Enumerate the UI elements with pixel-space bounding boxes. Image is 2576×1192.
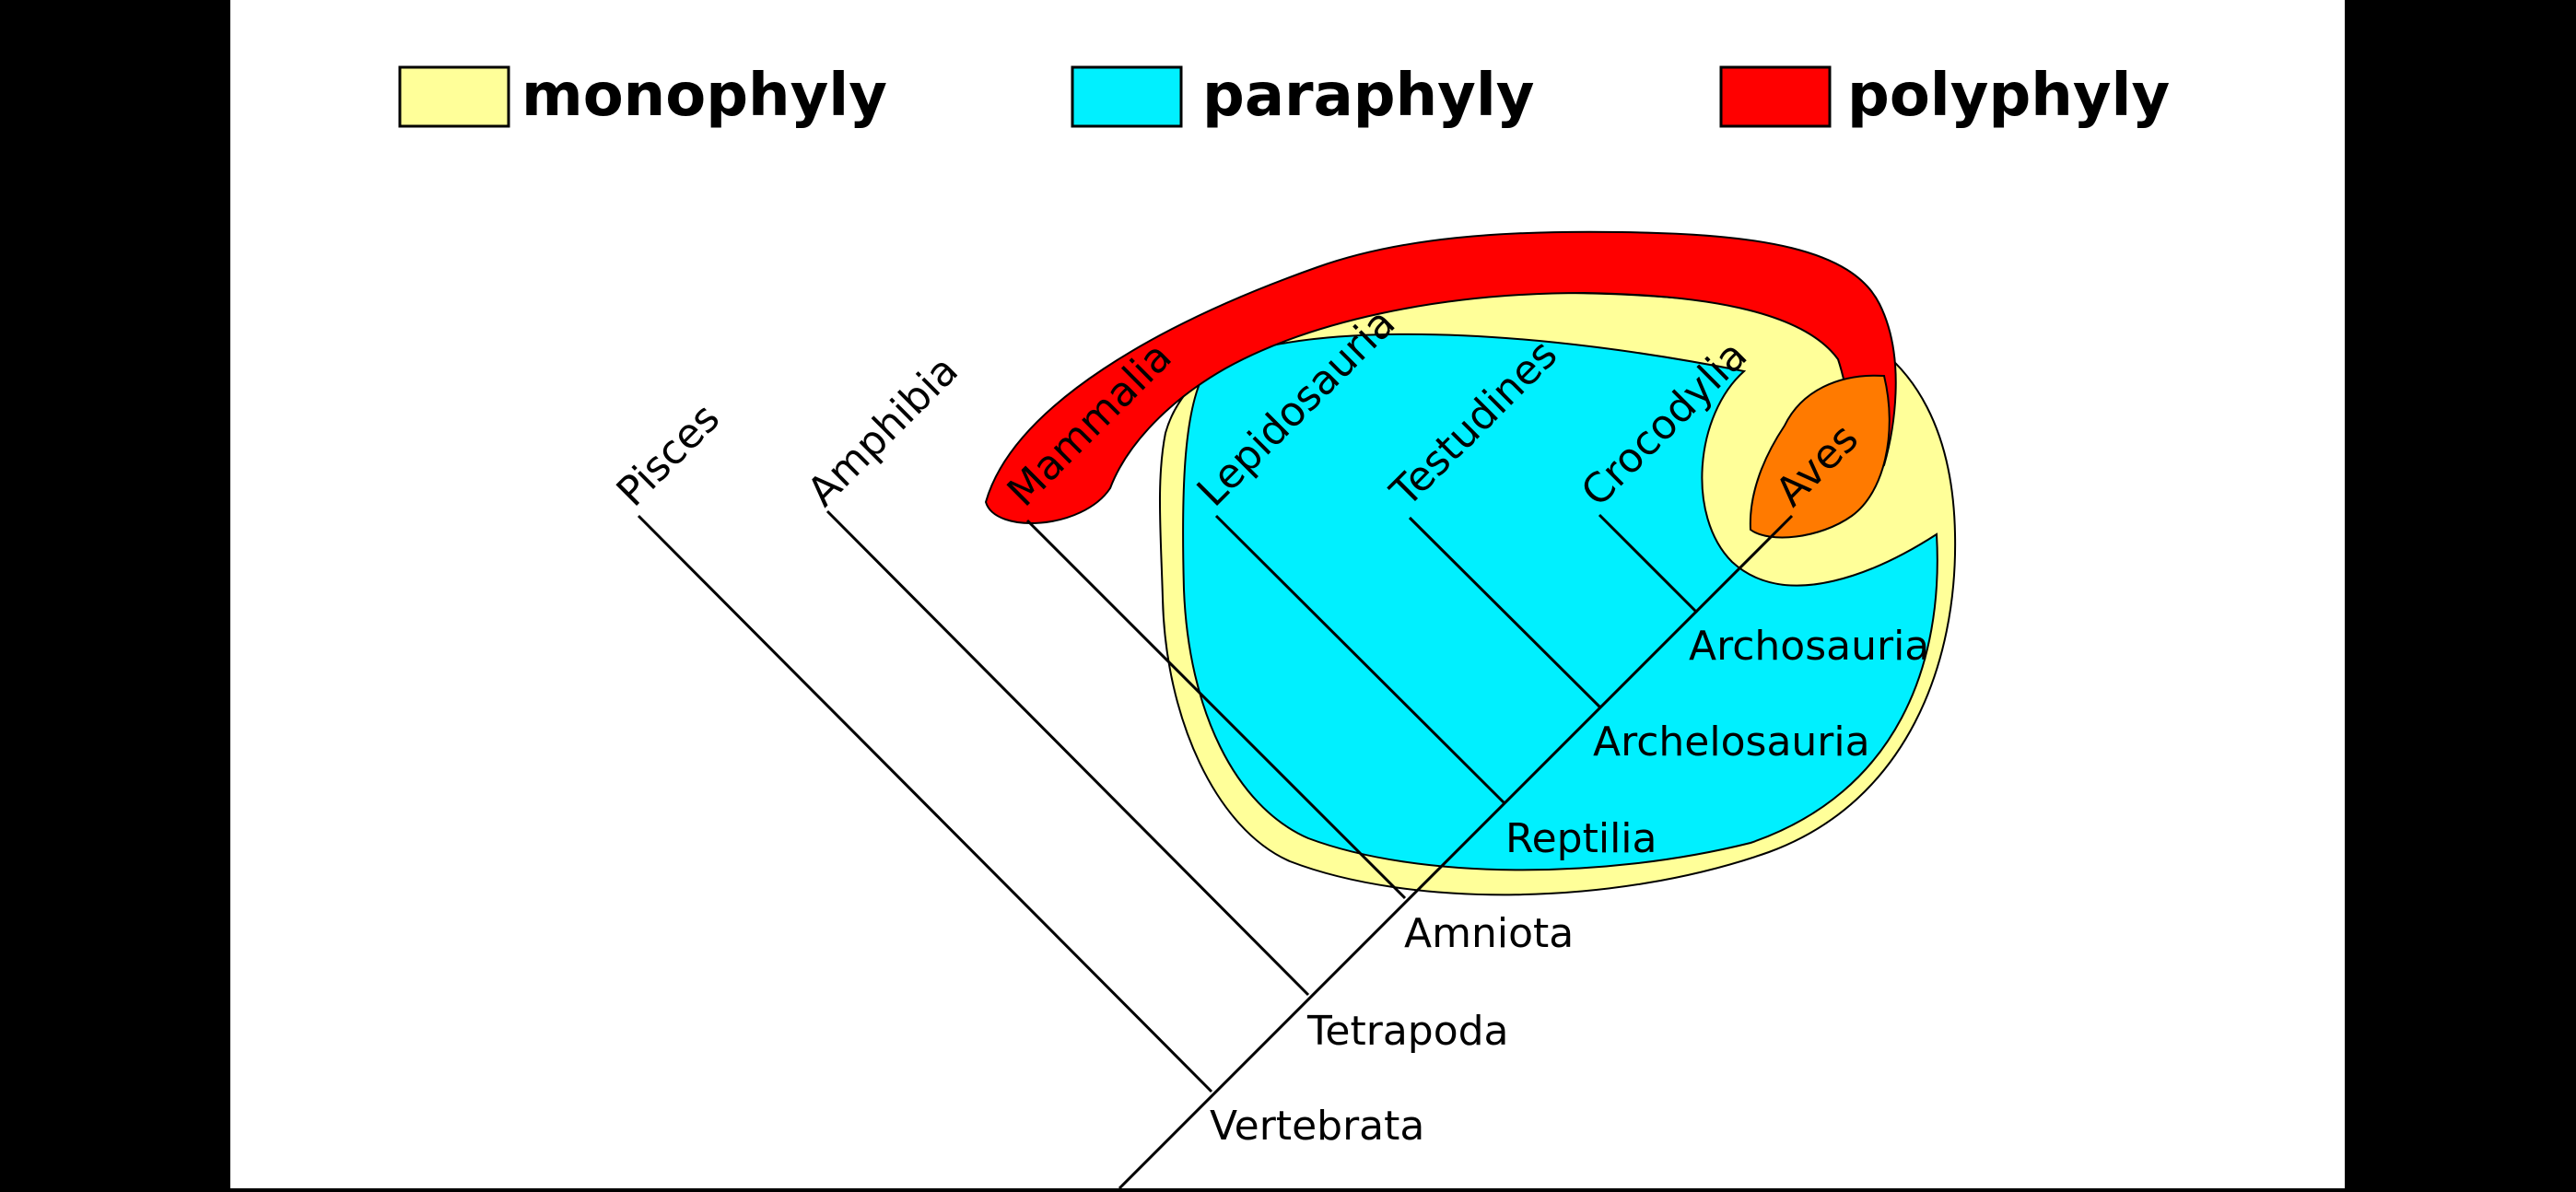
branch-crocodylia	[1598, 513, 1699, 614]
branch-pisces	[637, 514, 1213, 1093]
paraphyly-region	[1182, 333, 1938, 871]
clade-label-vertebrata: Vertebrata	[1210, 1103, 1424, 1150]
clade-label-reptilia: Reptilia	[1505, 815, 1657, 862]
clade-label-archosauria: Archosauria	[1689, 623, 1929, 670]
main-axis	[1118, 514, 1794, 1190]
clade-labels: Archosauria Archelosauria Reptilia Amnio…	[1210, 623, 1929, 1150]
branch-lepidosauria	[1214, 514, 1506, 805]
legend-label-polyphyly: polyphyly	[1847, 62, 2170, 130]
legend: monophyly paraphyly polyphyly	[398, 62, 2170, 130]
branch-amphibia	[825, 509, 1310, 997]
branch-testudines	[1408, 516, 1602, 709]
overlap-region-aves	[1749, 374, 1891, 539]
legend-swatch-polyphyly	[1719, 65, 1832, 128]
legend-swatch-paraphyly	[1071, 65, 1183, 128]
tree-branches	[637, 509, 1794, 1190]
legend-label-monophyly: monophyly	[521, 62, 887, 130]
legend-swatch-monophyly	[398, 65, 510, 128]
clade-label-archelosauria: Archelosauria	[1593, 719, 1870, 765]
legend-label-paraphyly: paraphyly	[1202, 62, 1535, 130]
clade-label-tetrapoda: Tetrapoda	[1306, 1008, 1509, 1055]
clade-label-amniota: Amniota	[1404, 910, 1574, 957]
branch-mammalia	[1025, 519, 1407, 900]
